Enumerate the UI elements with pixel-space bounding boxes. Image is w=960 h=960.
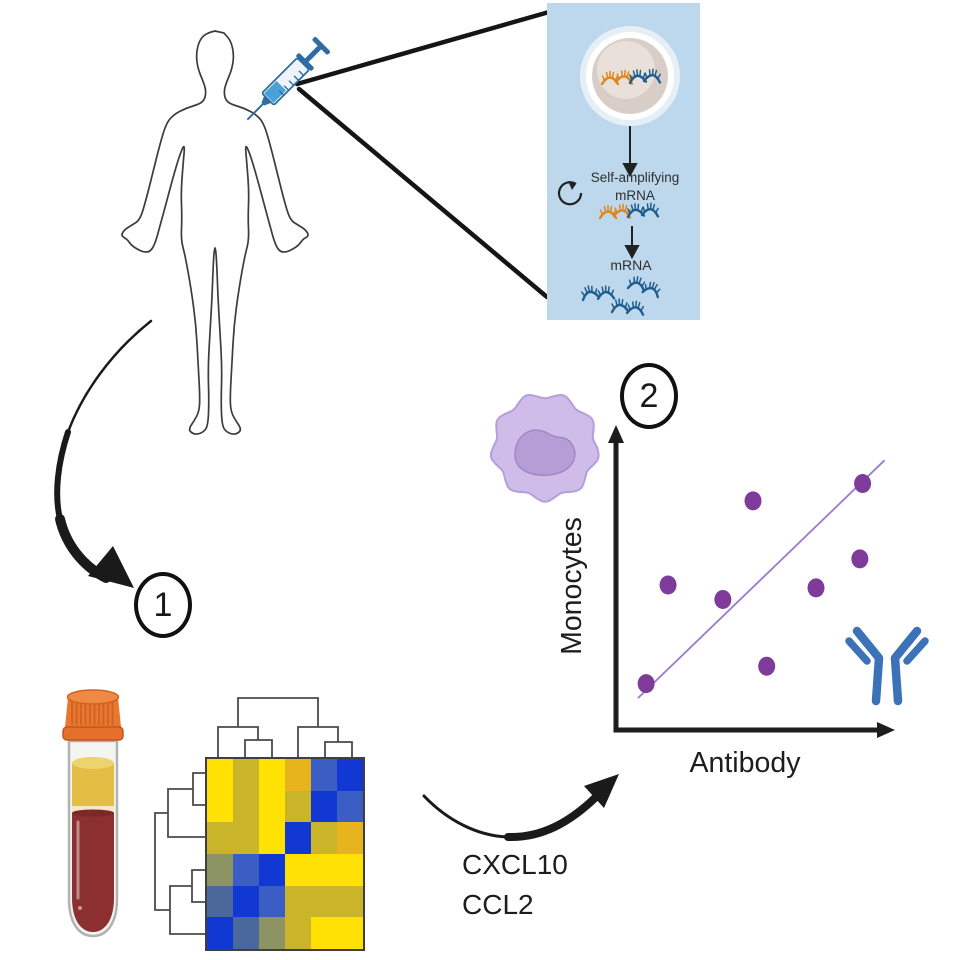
heatmap-cell: [207, 885, 233, 918]
human-outline-icon: [121, 30, 309, 435]
scatter-point: [854, 474, 872, 493]
heatmap-cell: [337, 853, 363, 886]
heatmap-cell: [337, 822, 363, 854]
scatter-point: [744, 491, 762, 511]
step-1-badge: 1: [134, 572, 192, 638]
heatmap-cell: [233, 759, 259, 791]
heatmap-cell: [285, 759, 311, 791]
heatmap-cell: [311, 790, 337, 823]
scatter-x-axis-label: Antibody: [689, 747, 801, 779]
panel-flow-arrows: [622, 126, 640, 260]
heatmap-cell: [259, 885, 285, 918]
self-amplifying-line2: mRNA: [615, 187, 655, 203]
heatmap-cell: [285, 853, 311, 886]
step-2-badge: 2: [620, 363, 678, 429]
heatmap-cell: [233, 790, 259, 823]
trend-line: [637, 459, 886, 699]
scatter-point: [714, 590, 732, 609]
scatter-point: [851, 549, 869, 569]
heatmap-cell: [259, 822, 285, 854]
curved-flow-arrow-1: [54, 319, 153, 588]
blood-collection-tube-icon: [62, 689, 124, 938]
heatmap-cell: [285, 885, 311, 918]
heatmap-cell: [311, 917, 337, 949]
heatmap-cell: [207, 917, 233, 949]
heatmap-cell: [311, 822, 337, 854]
heatmap-cell: [285, 790, 311, 823]
self-amplifying-line1: Self-amplifying: [590, 170, 680, 185]
biomarker-cxcl10-label: CXCL10: [462, 849, 568, 880]
heatmap-cell: [233, 917, 259, 949]
heatmap-cell: [337, 917, 363, 949]
heatmap-cell: [337, 790, 363, 823]
column-dendrogram: [217, 697, 353, 757]
scatter-axes: [608, 425, 895, 738]
heatmap-cell: [259, 853, 285, 886]
scatter-point: [659, 575, 677, 595]
mrna-label: mRNA: [610, 257, 652, 273]
heatmap-cell: [259, 759, 285, 791]
scatter-point: [807, 578, 825, 598]
clustered-heatmap: [205, 757, 365, 951]
heatmap-cell: [259, 917, 285, 949]
heatmap-cell: [233, 885, 259, 918]
monocyte-cell-icon: [489, 393, 600, 503]
heatmap-cell: [233, 853, 259, 886]
curved-flow-arrow-2: [422, 774, 619, 842]
scatter-points: [637, 474, 872, 694]
syringe-icon: [246, 37, 330, 121]
heatmap-cell: [311, 885, 337, 918]
scatter-y-axis-label: Monocytes: [556, 517, 588, 655]
scatter-point: [637, 674, 655, 694]
heatmap-cell: [311, 853, 337, 886]
heatmap-cell: [207, 853, 233, 886]
lipid-nanoparticle-icon: [580, 26, 680, 126]
heatmap-cell: [285, 822, 311, 854]
biomarker-ccl2-label: CCL2: [462, 889, 534, 920]
heatmap-cell: [311, 759, 337, 791]
scatter-point: [758, 656, 776, 676]
self-amplifying-mrna-label: Self-amplifying mRNA: [573, 169, 697, 205]
heatmap-cell: [233, 822, 259, 854]
heatmap-cell: [259, 790, 285, 823]
heatmap-cell: [337, 759, 363, 791]
heatmap-cell: [207, 759, 233, 791]
monocyte-nucleus: [514, 429, 576, 476]
heatmap-cell: [207, 790, 233, 823]
heatmap-cell: [207, 822, 233, 854]
antibody-y-icon: [845, 626, 929, 706]
heatmap-cell: [337, 885, 363, 918]
callout-lines: [294, 9, 552, 300]
row-dendrogram: [154, 772, 205, 935]
heatmap-cell: [285, 917, 311, 949]
self-amplifying-cycle-icon: [557, 181, 583, 206]
